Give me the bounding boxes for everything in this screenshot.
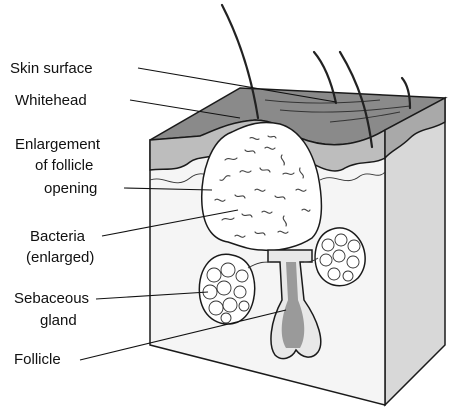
label-bacteria-line2: (enlarged) <box>26 249 94 266</box>
label-sebaceous-line1: Sebaceous <box>14 290 89 307</box>
label-skin-surface: Skin surface <box>10 60 93 77</box>
label-enlargement-line1: Enlargement <box>15 136 101 153</box>
label-enlargement-line3: opening <box>44 180 97 197</box>
label-bacteria-line1: Bacteria <box>30 228 86 245</box>
label-enlargement-line2: of follicle <box>35 157 93 174</box>
labels: Skin surface Whitehead Enlargement of fo… <box>10 60 101 368</box>
label-follicle: Follicle <box>14 351 61 368</box>
follicle-plug <box>202 122 322 250</box>
label-whitehead: Whitehead <box>15 92 87 109</box>
label-sebaceous-line2: gland <box>40 312 77 329</box>
follicle-plug-body <box>202 122 322 250</box>
sebaceous-gland-right-body <box>315 228 365 286</box>
